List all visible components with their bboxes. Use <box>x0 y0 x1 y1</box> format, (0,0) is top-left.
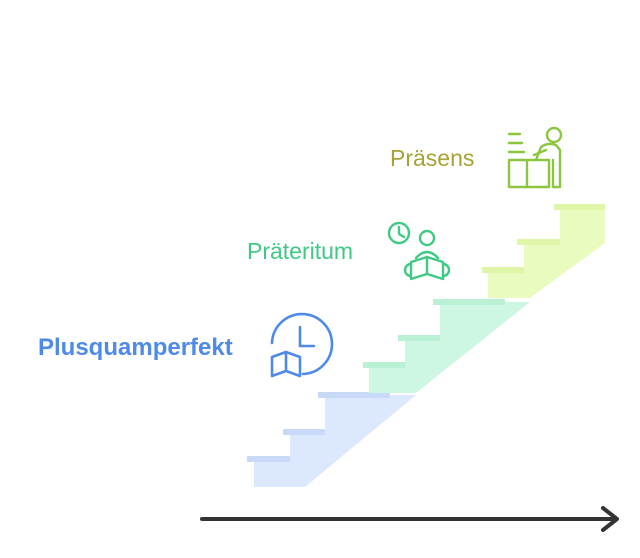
clock-book-icon <box>270 312 334 378</box>
stair-edges-plusquamperfekt <box>247 392 390 462</box>
staircase-praesens <box>482 204 605 298</box>
stair-edges-praeteritum <box>363 299 505 368</box>
person-at-desk-icon <box>507 126 563 189</box>
stage-label-plusquamperfekt: Plusquamperfekt <box>38 334 233 361</box>
arrow-right-icon <box>200 506 619 532</box>
staircase-praeteritum <box>363 299 530 393</box>
staircase-segment-praeteritum <box>369 302 530 393</box>
staircase-segment-praesens <box>488 207 605 298</box>
staircase-plusquamperfekt <box>247 392 416 487</box>
stage-label-praesens: Präsens <box>390 145 475 171</box>
person-reading-clock-icon <box>387 221 451 281</box>
stair-edges-praesens <box>482 204 605 273</box>
staircase-segment-plusquamperfekt <box>254 395 416 487</box>
stage-label-praeteritum: Präteritum <box>247 238 354 264</box>
